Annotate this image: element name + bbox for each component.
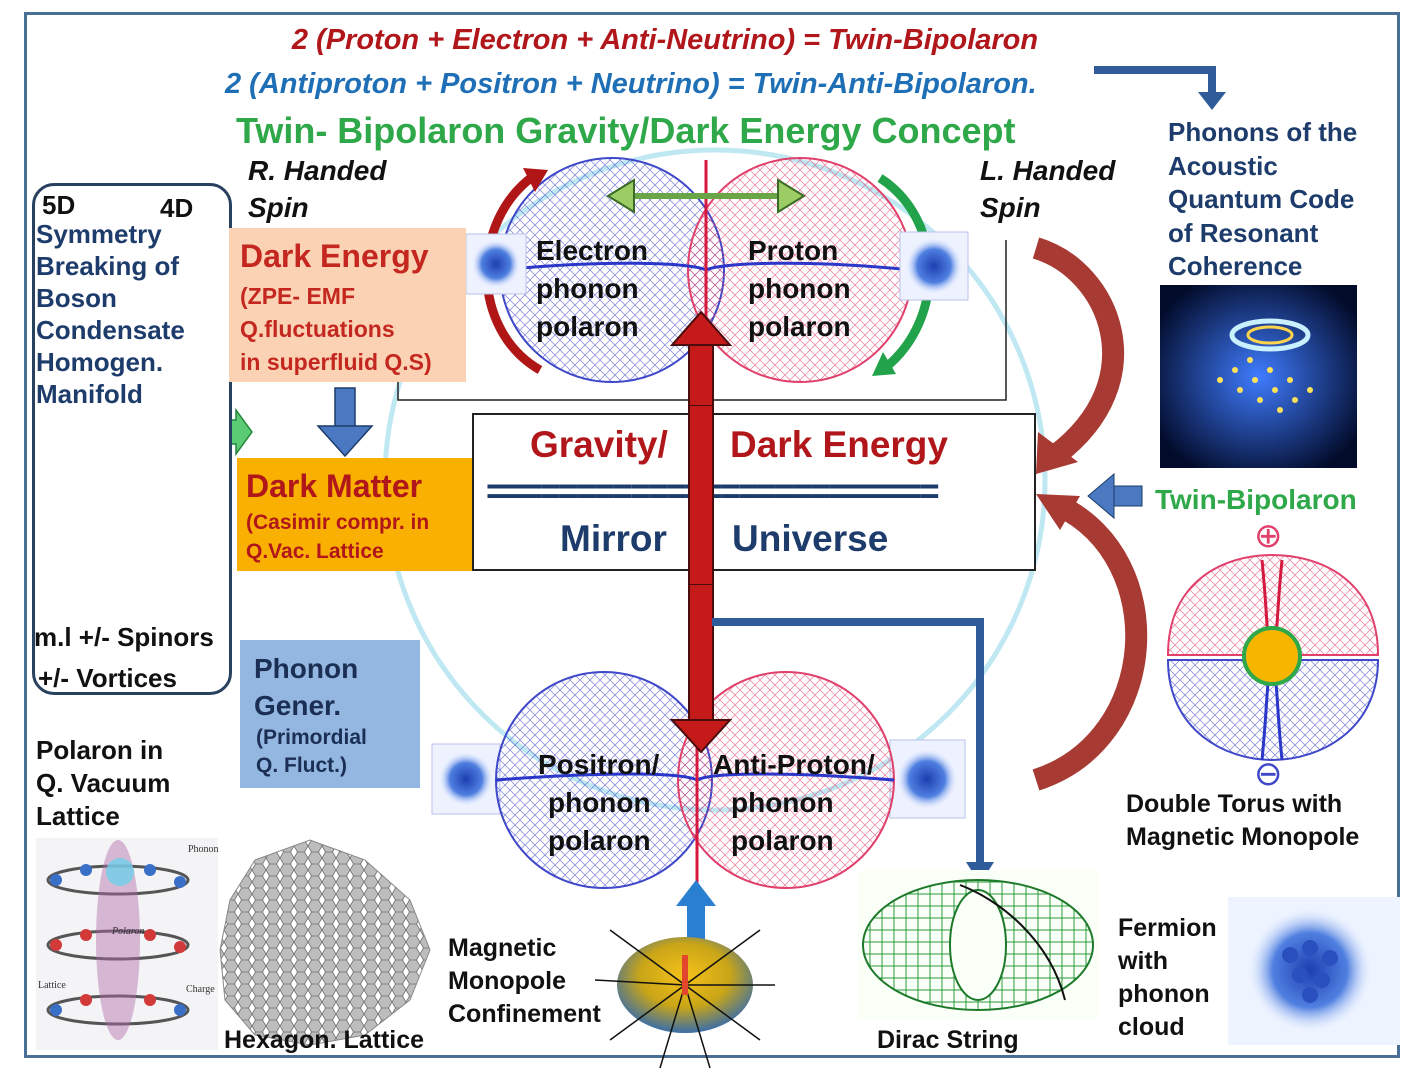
phonon-generation-title: Phonon Gener. xyxy=(254,653,359,721)
dark-energy-center-label: Dark Energy xyxy=(730,424,948,465)
vortices-label: +/- Vortices xyxy=(38,663,177,693)
polaron-lattice-label: Polaron in Q. Vacuum Lattice xyxy=(36,735,171,831)
phonon-generation-box xyxy=(240,640,420,788)
anti-proton-polaron-label: Anti-Proton/ phonon polaron xyxy=(713,749,875,856)
left-handed-spin-label: L. Handed Spin xyxy=(980,155,1116,223)
mirror-label: Mirror xyxy=(560,518,667,559)
acoustic-quantum-code-label: Phonons of the Acoustic Quantum Code of … xyxy=(1168,117,1358,281)
gravity-dark-energy-box xyxy=(472,413,1036,571)
proton-polaron-label: Proton phonon polaron xyxy=(748,235,851,342)
twin-bipolaron-label: Twin-Bipolaron xyxy=(1155,484,1357,515)
monopole-confinement-label: Magnetic Monopole Confinement xyxy=(448,934,601,1028)
phonon-generation-sub: (Primordial Q. Fluct.) xyxy=(256,726,367,777)
right-handed-spin-label: R. Handed Spin xyxy=(248,155,387,223)
dark-energy-description: (ZPE- EMF Q.fluctuations in superfluid Q… xyxy=(240,283,432,375)
dark-energy-box xyxy=(229,228,466,382)
dimension-4d-label: 4D xyxy=(160,193,194,223)
dirac-string-label: Dirac String xyxy=(877,1026,1019,1054)
polaron-image-polaron-label: Polaron xyxy=(112,926,145,937)
gravity-label: Gravity/ xyxy=(530,424,668,465)
electron-polaron-label: Electron phonon polaron xyxy=(536,235,649,342)
dark-matter-title: Dark Matter xyxy=(246,468,423,504)
double-torus-label: Double Torus with Magnetic Monopole xyxy=(1126,790,1360,851)
plus-pole-icon: ⊕ xyxy=(1254,517,1283,555)
dimension-5d-label: 5D xyxy=(42,190,76,220)
universe-label: Universe xyxy=(732,518,889,559)
spinors-label: m.l +/- Spinors xyxy=(34,622,214,652)
minus-pole-icon: ⊖ xyxy=(1254,755,1283,793)
hexagon-lattice-label: Hexagon. Lattice xyxy=(224,1026,425,1054)
positron-polaron-label: Positron/ phonon polaron xyxy=(538,749,660,856)
symmetry-breaking-panel xyxy=(32,183,232,695)
gravity-axis-arrow xyxy=(688,405,714,585)
dark-matter-description: (Casimir compr. in Q.Vac. Lattice xyxy=(246,511,430,563)
equation-twin-anti-bipolaron: 2 (Antiproton + Positron + Neutrino) = T… xyxy=(225,68,1037,100)
polaron-image-lattice-label: Lattice xyxy=(38,980,66,991)
diagram-frame xyxy=(24,12,1400,1058)
fermion-phonon-cloud-label: Fermion with phonon cloud xyxy=(1118,914,1217,1041)
diagram-title: Twin- Bipolaron Gravity/Dark Energy Conc… xyxy=(236,110,1016,151)
polaron-image-phonon-label: Phonon xyxy=(188,844,219,855)
symmetry-breaking-text: Symmetry Breaking of Boson Condensate Ho… xyxy=(36,219,185,409)
equation-twin-bipolaron: 2 (Proton + Electron + Anti-Neutrino) = … xyxy=(291,24,1039,56)
dark-energy-title: Dark Energy xyxy=(240,238,429,274)
polaron-image-charge-label: Charge xyxy=(186,984,215,995)
dark-matter-box xyxy=(237,458,475,571)
